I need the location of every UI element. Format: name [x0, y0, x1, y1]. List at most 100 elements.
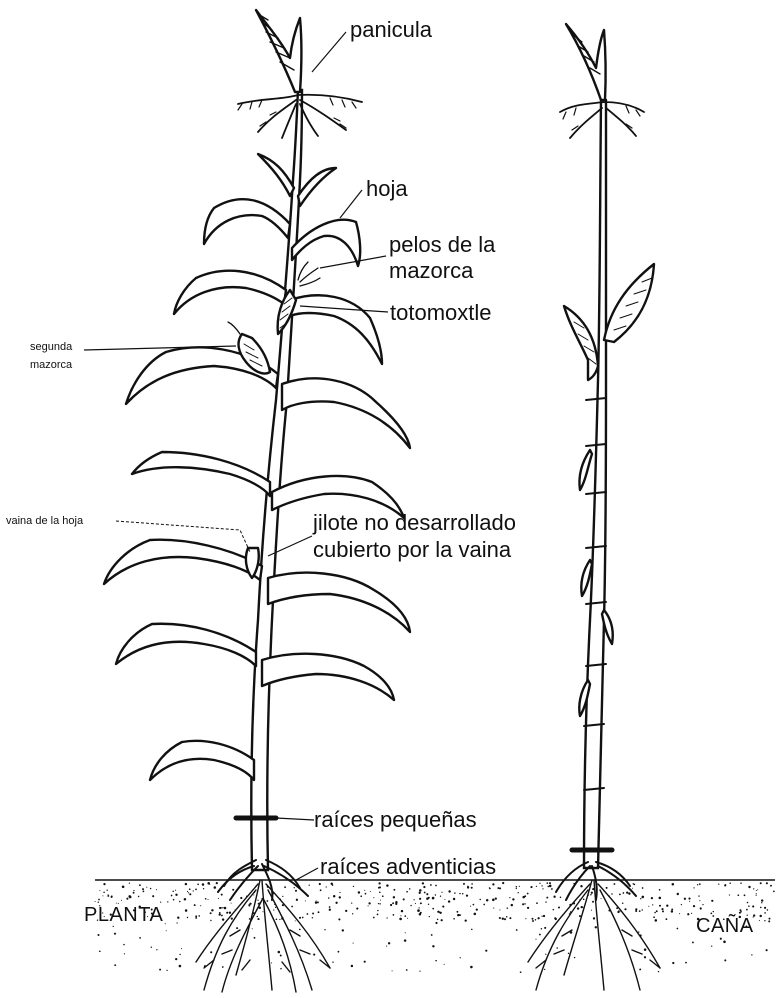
soil-dot — [406, 969, 408, 971]
soil-dot — [419, 892, 421, 894]
soil-dot — [512, 898, 514, 900]
soil-dot — [711, 945, 712, 946]
soil-dot — [328, 897, 330, 899]
soil-dot — [399, 918, 402, 921]
soil-dot — [99, 890, 100, 891]
soil-dot — [302, 917, 304, 919]
soil-dot — [692, 941, 694, 943]
soil-dot — [219, 913, 221, 915]
planta-leaf — [132, 452, 270, 496]
soil-dot — [448, 900, 450, 902]
soil-dot — [751, 954, 752, 955]
soil-dot — [312, 917, 313, 918]
soil-dot — [457, 914, 459, 916]
soil-dot — [424, 892, 426, 894]
soil-dot — [661, 908, 663, 910]
soil-dot — [506, 916, 508, 918]
soil-dot — [150, 888, 152, 890]
soil-dot — [581, 906, 583, 908]
soil-dot — [364, 890, 365, 891]
soil-dot — [769, 918, 771, 920]
soil-dot — [214, 886, 217, 889]
soil-dot — [179, 901, 181, 903]
soil-dot — [279, 919, 280, 920]
soil-dot — [617, 911, 619, 913]
soil-dot — [305, 900, 306, 901]
label-segunda-line2: mazorca — [30, 359, 73, 371]
soil-dot — [319, 883, 321, 885]
soil-dot — [373, 897, 374, 898]
soil-dot — [224, 907, 227, 910]
soil-dot — [593, 917, 595, 919]
soil-dot — [729, 894, 730, 895]
soil-dot — [441, 892, 442, 893]
soil-dot — [171, 895, 173, 897]
soil-dot — [640, 898, 641, 899]
planta-leaf — [174, 271, 286, 314]
soil-dot — [351, 902, 352, 903]
soil-dot — [410, 905, 411, 906]
planta-leaf — [292, 220, 360, 266]
soil-dot — [435, 922, 437, 924]
soil-dot — [448, 890, 450, 892]
soil-dot — [386, 946, 387, 947]
soil-dot — [718, 883, 719, 884]
planta-leaf — [150, 741, 254, 780]
soil-dot — [177, 917, 179, 919]
soil-dot — [231, 917, 233, 919]
soil-dot — [211, 909, 213, 911]
soil-dot — [392, 902, 394, 904]
soil-dot — [632, 888, 633, 889]
soil-dot — [545, 901, 546, 902]
soil-dot — [693, 887, 694, 888]
soil-dot — [519, 886, 520, 887]
soil-dot — [432, 897, 435, 900]
soil-dot — [405, 932, 406, 933]
soil-dot — [720, 938, 722, 940]
soil-dot — [364, 961, 366, 963]
soil-dot — [486, 899, 488, 901]
soil-dot — [138, 896, 139, 897]
soil-dot — [541, 916, 542, 917]
soil-dot — [462, 893, 463, 894]
soil-dot — [542, 888, 543, 889]
soil-dot — [431, 934, 433, 936]
soil-dot — [210, 912, 212, 914]
soil-dot — [541, 928, 543, 930]
soil-dot — [642, 909, 643, 910]
soil-dot — [179, 965, 182, 968]
soil-dot — [335, 902, 337, 904]
soil-dot — [309, 885, 310, 886]
soil-dot — [516, 886, 517, 887]
soil-dot — [377, 910, 378, 911]
soil-dot — [713, 911, 714, 912]
soil-dot — [189, 893, 191, 895]
soil-dot — [339, 892, 340, 893]
planta-leaf — [262, 654, 394, 700]
soil-dot — [509, 897, 510, 898]
soil-dot — [737, 894, 739, 896]
label-jilote-line1: jilote no desarrollado — [312, 510, 516, 535]
soil-dot — [476, 909, 478, 911]
soil-dot — [188, 892, 189, 893]
soil-dot — [770, 885, 772, 887]
soil-dot — [377, 914, 379, 916]
soil-dot — [545, 954, 546, 955]
soil-dot — [133, 892, 135, 894]
cana-stalk — [584, 100, 606, 868]
soil-dot — [332, 961, 333, 962]
soil-dot — [306, 913, 308, 915]
soil-dot — [257, 900, 258, 901]
soil-dot — [511, 904, 513, 906]
soil-dot — [175, 894, 177, 896]
soil-dot — [181, 948, 182, 949]
soil-dot — [748, 905, 750, 907]
soil-dot — [592, 901, 594, 903]
soil-dot — [504, 918, 506, 920]
soil-dot — [444, 899, 445, 900]
soil-dot — [378, 903, 379, 904]
soil-dot — [654, 912, 655, 913]
soil-dot — [756, 890, 757, 891]
soil-dot — [642, 896, 645, 899]
soil-dot — [532, 918, 534, 920]
